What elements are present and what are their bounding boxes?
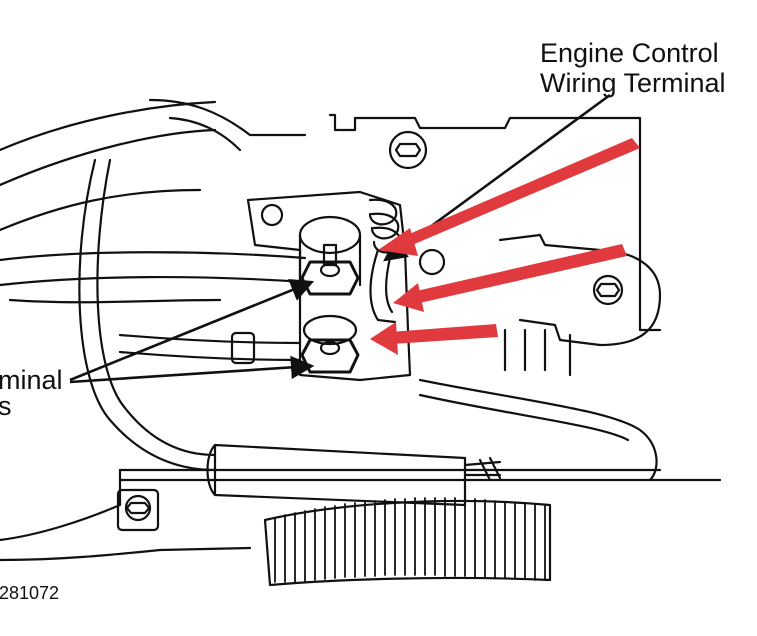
cable-lower-b (118, 350, 302, 362)
background-curve-1 (0, 100, 217, 152)
corrugated-loom-ribs (274, 497, 546, 583)
lower-bolt (124, 494, 152, 522)
right-bracket (498, 233, 662, 347)
lower-left-housing (0, 468, 122, 542)
block-bolt-top (388, 130, 428, 170)
harness-left-inner (96, 158, 217, 457)
cable-upper-c (8, 298, 222, 304)
wire-twist (478, 456, 502, 482)
corrugated-loom-outline (263, 499, 552, 587)
leader-terminal-upper (69, 279, 315, 382)
lower-bolt-hex (125, 501, 151, 515)
inline-sleeve (213, 443, 467, 507)
highlight-arrows (370, 138, 640, 355)
background-curve-3 (0, 188, 202, 232)
control-terminal-wire (369, 248, 397, 324)
red-arrow-2 (393, 244, 627, 312)
engine-block-outline (328, 113, 642, 177)
block-bolt-mid (418, 248, 446, 276)
bracket-bolt-upper-hex (595, 282, 621, 298)
red-arrow-1 (378, 138, 640, 256)
lower-nut-center (319, 340, 341, 356)
terminal-label-line1: minal (0, 365, 63, 395)
line-art (0, 98, 722, 587)
red-arrow-3 (370, 322, 498, 355)
cable-upper-b (0, 275, 307, 287)
upper-housing-edge-2 (168, 116, 242, 152)
bracket-bolt-upper (592, 274, 624, 306)
engine-control-label-line1: Engine Control (540, 38, 719, 68)
cable-right-b (418, 393, 630, 442)
harness-left-outer (78, 158, 217, 472)
figure-id-label: 281072 (0, 583, 60, 603)
inline-sleeve-cap (206, 443, 217, 497)
background-curve-2 (0, 128, 217, 187)
engine-block-right (638, 173, 662, 332)
upper-stud-thread (322, 243, 338, 267)
upper-housing-edge (148, 98, 307, 137)
cable-upper-a (0, 251, 307, 262)
cable-sleeve (230, 331, 256, 365)
lower-bolt-base (116, 488, 160, 532)
terminal-label-line2: s (0, 391, 12, 421)
cable-right-a (418, 378, 658, 482)
lower-stud-collar (302, 314, 358, 346)
lower-left-housing-2 (0, 546, 252, 562)
upper-nut (300, 260, 360, 296)
upper-stud-body (298, 233, 362, 287)
engine-control-label-line2: Wiring Terminal (540, 68, 726, 98)
leader-terminal-lower (69, 355, 315, 384)
upper-stud-collar (298, 215, 362, 255)
block-bolt-top-hex (394, 142, 422, 158)
cable-lower-a (118, 333, 302, 345)
plate-mount-hole (260, 203, 284, 227)
lower-nut (300, 338, 360, 374)
ribs (503, 328, 572, 377)
